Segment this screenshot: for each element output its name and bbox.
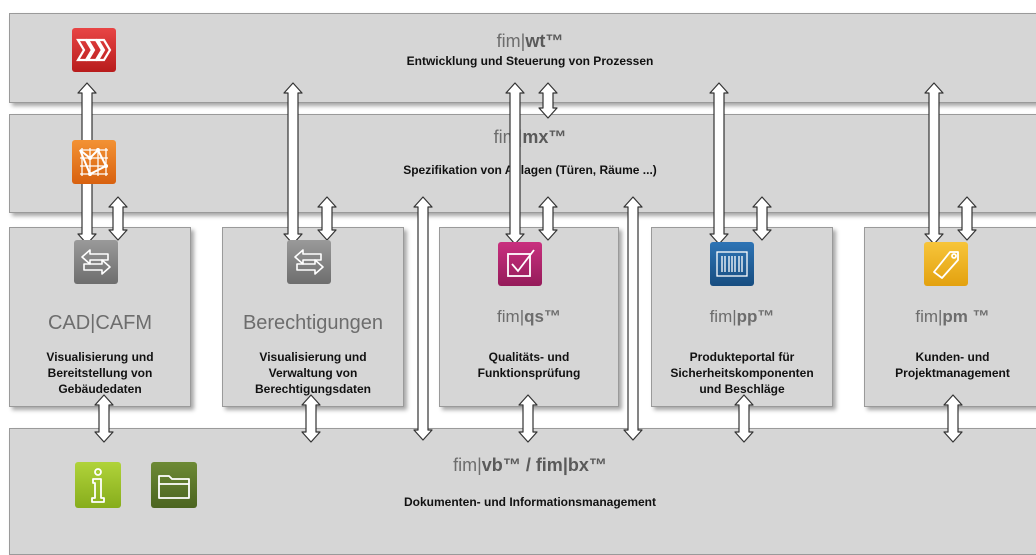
tag-icon xyxy=(924,242,968,286)
info-icon xyxy=(75,462,121,508)
arrow-cad-vb xyxy=(94,394,114,443)
barcode-icon xyxy=(710,242,754,286)
arrow-pm-wt xyxy=(924,82,944,245)
module-pp-title: fim|pp™ xyxy=(709,307,775,326)
layer-mx: fim|mx™ Spezifikation von Anlagen (Türen… xyxy=(9,114,1036,213)
layer-wt: fim|wt™ Entwicklung und Steuerung von Pr… xyxy=(9,13,1036,103)
exchange-arrows-icon xyxy=(74,240,118,284)
folder-icon xyxy=(151,462,197,508)
arrow-pp-wt xyxy=(709,82,729,245)
arrow-mx-vb-right xyxy=(623,196,643,441)
grid-network-icon xyxy=(72,140,116,184)
arrow-cad-mx xyxy=(108,196,128,241)
layer-vb-title: fim|vb™ / fim|bx™ xyxy=(453,455,607,475)
arrow-qs-mx xyxy=(538,196,558,241)
arrow-qs-vb xyxy=(518,394,538,443)
arrow-ber-vb xyxy=(301,394,321,443)
arrow-pm-vb xyxy=(943,394,963,443)
module-cad-title: CAD|CAFM xyxy=(47,312,153,334)
module-pm-title: fim|pm ™ xyxy=(915,307,990,326)
arrow-wt-mx xyxy=(538,82,558,119)
module-qs-title: fim|qs™ xyxy=(497,307,561,326)
process-arrows-icon xyxy=(72,28,116,72)
layer-vb-subtitle: Dokumenten- und Informationsmanagement xyxy=(403,495,657,509)
exchange-arrows-icon xyxy=(287,240,331,284)
arrow-pp-vb xyxy=(734,394,754,443)
layer-wt-title: fim|wt™ xyxy=(496,31,564,51)
layer-wt-subtitle: Entwicklung und Steuerung von Prozessen xyxy=(406,54,654,68)
arrow-pm-mx xyxy=(957,196,977,241)
arrow-ber-mx xyxy=(317,196,337,241)
layer-mx-subtitle: Spezifikation von Anlagen (Türen, Räume … xyxy=(403,163,657,177)
checkbox-icon xyxy=(498,242,542,286)
module-ber-title: Berechtigungen xyxy=(242,312,384,334)
arrow-pp-mx xyxy=(752,196,772,241)
arrow-mx-vb-left xyxy=(413,196,433,441)
arrow-qs-wt xyxy=(505,82,525,245)
arrow-ber-wt xyxy=(283,82,303,245)
